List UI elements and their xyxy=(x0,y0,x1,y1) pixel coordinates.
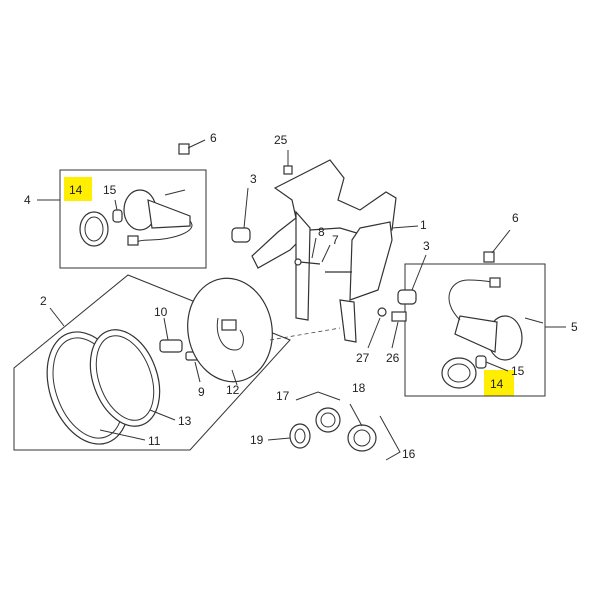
bracket-upper xyxy=(251,159,397,269)
label-13: 13 xyxy=(178,414,192,428)
leader-15b xyxy=(485,361,509,372)
washer-27 xyxy=(377,307,387,317)
label-18: 18 xyxy=(352,381,366,395)
label-26: 26 xyxy=(386,351,400,365)
right-turn-signal-frame xyxy=(404,263,546,397)
grommet-3-left xyxy=(231,227,251,243)
label-6-right: 6 xyxy=(512,211,519,225)
callout-labels: 1 2 3 3 4 5 6 6 7 8 9 10 11 12 13 14 14 … xyxy=(24,131,578,461)
headlight-bracket-group xyxy=(178,139,511,349)
label-8: 8 xyxy=(318,225,325,239)
leader-11 xyxy=(99,429,146,441)
bolt-26 xyxy=(391,311,407,322)
headlight-bulb xyxy=(159,339,183,353)
bolt-7 xyxy=(299,261,321,265)
right-signal-lens-inner xyxy=(447,363,471,383)
headlight-frame xyxy=(13,274,291,451)
aux-lamp-19 xyxy=(289,423,311,449)
label-4: 4 xyxy=(24,193,31,207)
leader-27 xyxy=(367,317,381,349)
aux-lamp-group xyxy=(267,391,401,461)
leader-15a xyxy=(114,199,118,211)
right-signal-wire xyxy=(448,279,493,321)
aux-lamp-18 xyxy=(347,424,377,452)
left-signal-screw xyxy=(164,189,186,196)
right-signal-connector xyxy=(489,277,501,288)
label-3-right: 3 xyxy=(423,239,430,253)
leader-19 xyxy=(267,437,291,441)
leader-2 xyxy=(49,307,65,327)
leader-12 xyxy=(231,369,238,386)
headlight-wiring xyxy=(216,317,244,351)
nut-6-left xyxy=(178,143,190,155)
label-19: 19 xyxy=(250,433,264,447)
left-signal-connector xyxy=(127,235,139,246)
label-11: 11 xyxy=(148,434,161,448)
highlight-14-right xyxy=(484,370,514,396)
right-signal-bulb xyxy=(475,355,487,369)
bolt-25 xyxy=(283,165,293,175)
leader-3a xyxy=(243,187,249,229)
leader-18 xyxy=(349,403,363,427)
label-5: 5 xyxy=(571,320,578,334)
right-signal-screw xyxy=(524,317,544,324)
headlight-reflector-inner xyxy=(95,335,155,421)
grommet-3-right xyxy=(397,289,417,305)
leader-10 xyxy=(163,317,169,341)
leader-1 xyxy=(391,225,419,229)
aux-lamp-18-inner xyxy=(353,429,371,447)
left-signal-bulb xyxy=(112,209,123,223)
headlight-group xyxy=(13,274,341,451)
label-15-right: 15 xyxy=(511,364,525,378)
label-2: 2 xyxy=(40,294,47,308)
shell-mount-dash xyxy=(269,327,341,341)
bracket-left-leg xyxy=(295,210,311,321)
leader-8 xyxy=(311,237,317,259)
label-1: 1 xyxy=(420,218,427,232)
washer-8 xyxy=(294,258,302,266)
label-15-left: 15 xyxy=(103,183,117,197)
label-25: 25 xyxy=(274,133,288,147)
label-9: 9 xyxy=(198,385,205,399)
leader-17 xyxy=(295,391,341,401)
left-turn-signal-frame xyxy=(59,169,207,269)
nut-6-right xyxy=(483,251,495,263)
label-16: 16 xyxy=(402,447,416,461)
right-signal-lens xyxy=(441,357,477,389)
aux-lamp-17 xyxy=(315,407,341,433)
leader-9 xyxy=(194,361,201,383)
highlight-14-left xyxy=(64,177,92,201)
aux-lamp-19-inner xyxy=(294,428,306,444)
label-3-left: 3 xyxy=(250,172,257,186)
leader-7 xyxy=(321,244,331,263)
aux-lamp-17-inner xyxy=(320,412,336,428)
right-signal-stem xyxy=(454,315,498,353)
label-7: 7 xyxy=(332,233,339,247)
label-10: 10 xyxy=(154,305,168,319)
bracket-right-plate xyxy=(349,221,393,301)
headlight-connector xyxy=(221,319,237,331)
leader-13 xyxy=(149,409,176,421)
leader-16 xyxy=(379,415,401,461)
label-12: 12 xyxy=(226,383,240,397)
left-signal-lens xyxy=(79,211,109,247)
bracket-right-leg xyxy=(339,299,357,343)
leader-3b xyxy=(411,254,427,291)
label-14-left: 14 xyxy=(69,183,83,197)
right-turn-signal-group xyxy=(404,263,566,397)
leader-6b xyxy=(491,229,511,254)
label-14-right: 14 xyxy=(490,377,504,391)
left-turn-signal-group xyxy=(37,169,207,269)
label-6-left: 6 xyxy=(210,131,217,145)
leader-26 xyxy=(391,321,399,349)
left-signal-lens-inner xyxy=(84,216,104,242)
label-17: 17 xyxy=(276,389,290,403)
label-27: 27 xyxy=(356,351,370,365)
left-signal-stem xyxy=(147,199,191,229)
leader-6a xyxy=(187,139,206,149)
